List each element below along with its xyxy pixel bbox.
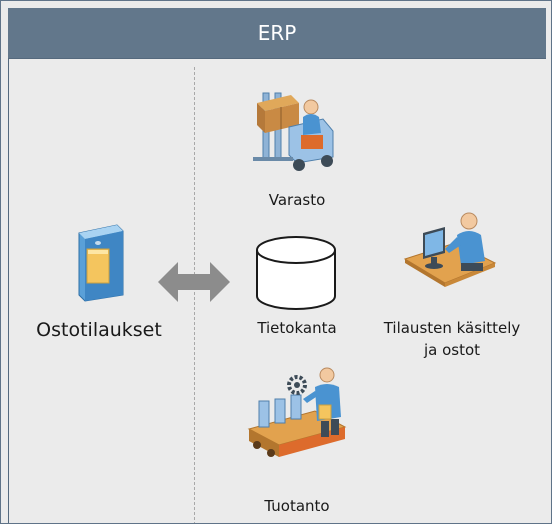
order-document-icon: [78, 224, 124, 302]
tilausten-kasittely-label: Tilausten käsittely: [383, 319, 521, 337]
double-arrow-icon: [158, 262, 230, 302]
dashed-separator: [194, 67, 195, 523]
header-divider: [8, 58, 546, 59]
left-border-line: [8, 58, 9, 523]
worker-at-computer-icon: [403, 212, 497, 287]
header-bar: ERP: [8, 8, 546, 58]
forklift-icon: [253, 92, 334, 171]
ja-ostot-label: ja ostot: [423, 341, 481, 359]
database-cylinder-icon: [256, 236, 336, 310]
tuotanto-label: Tuotanto: [264, 497, 330, 515]
tietokanta-label: Tietokanta: [257, 319, 337, 337]
header-title: ERP: [257, 21, 297, 45]
varasto-label: Varasto: [268, 191, 326, 209]
assembly-line-icon: [247, 367, 347, 457]
ostotilaukset-label: Ostotilaukset: [36, 319, 162, 341]
